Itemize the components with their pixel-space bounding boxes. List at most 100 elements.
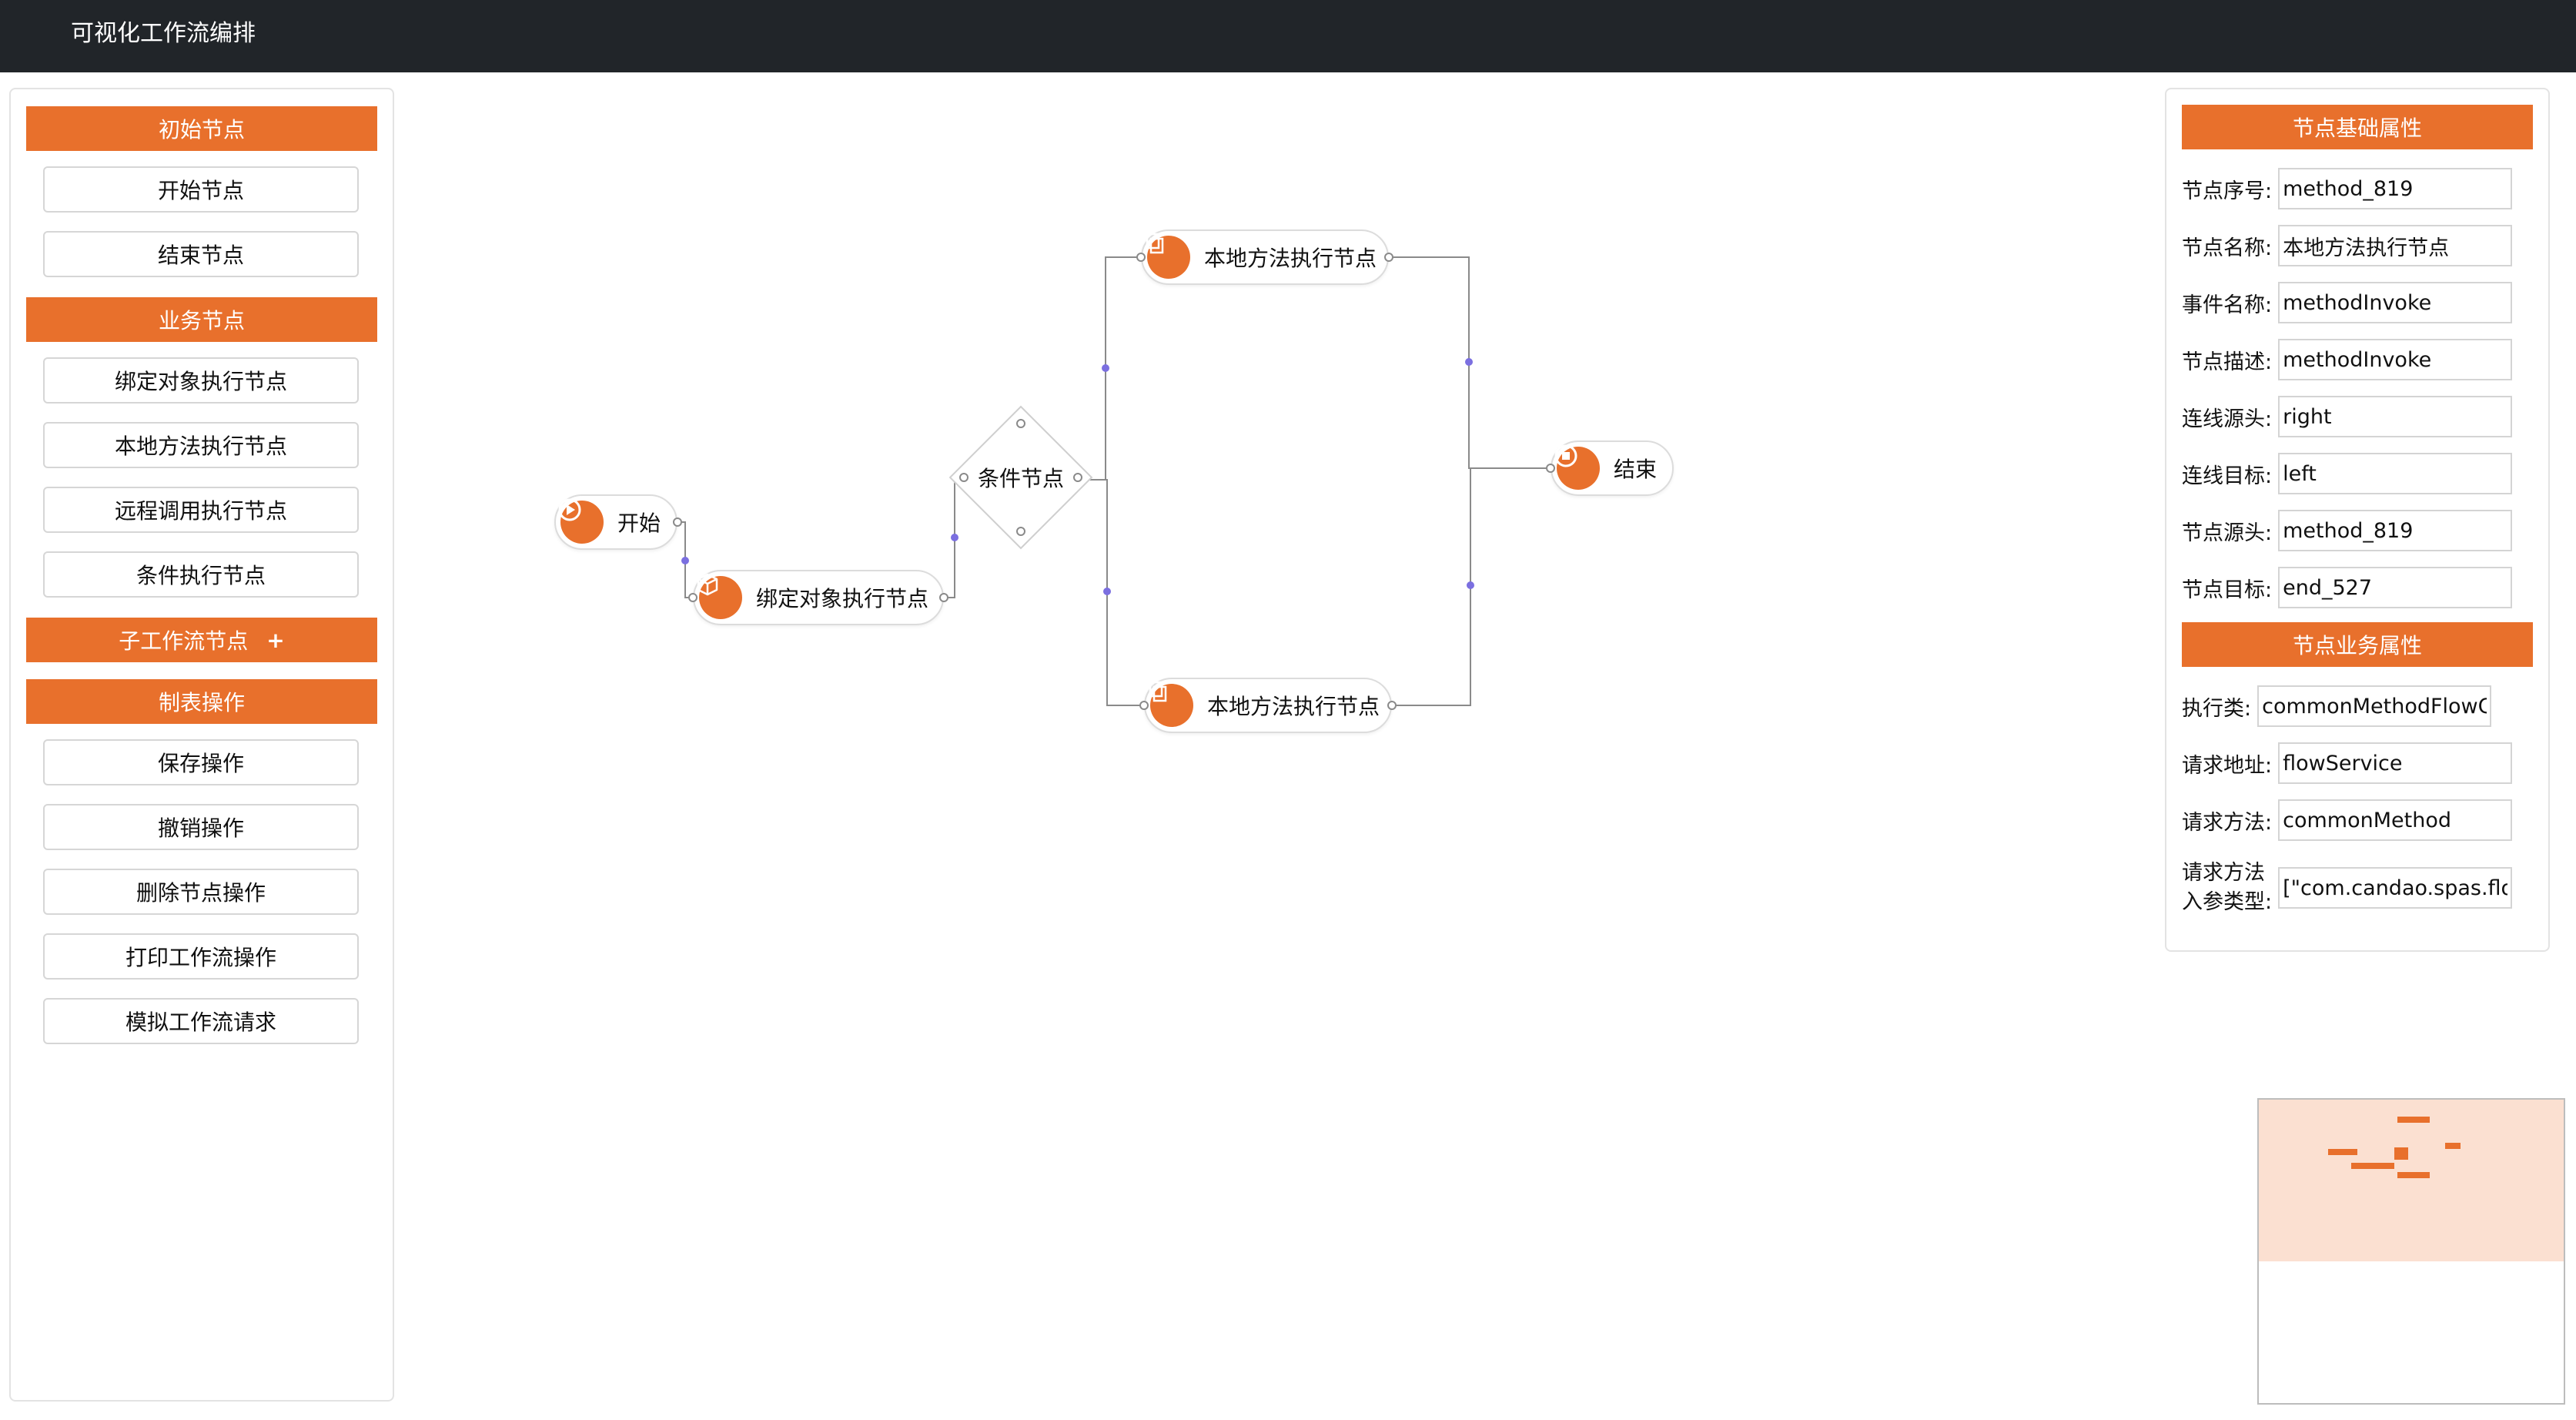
simulate-request-button[interactable]: 模拟工作流请求 [43,998,359,1044]
method-bottom-label: 本地方法执行节点 [1207,694,1380,719]
edge-source-input[interactable] [2278,396,2513,437]
prop-label: 节点序号: [2182,179,2273,203]
edge-anchor [1465,358,1473,366]
condition-port-bottom[interactable] [1016,527,1025,536]
prop-row-node-source: 节点源头: [2182,510,2513,551]
minimap-node [2374,1163,2394,1169]
minimap-node [2351,1163,2380,1169]
prop-label-line1: 请求方法 [2182,861,2265,885]
method-bottom-port-right[interactable] [1387,701,1397,710]
prop-label: 执行类: [2182,696,2252,721]
method-top-port-left[interactable] [1136,253,1146,262]
section-table-operations: 制表操作 [26,679,377,724]
prop-row-param-types: 请求方法 入参类型: [2182,856,2513,919]
start-node[interactable]: 开始 [554,494,682,550]
method-top-port-right[interactable] [1384,253,1393,262]
minimap-node [2445,1143,2461,1149]
palette-local-method-node-button[interactable]: 本地方法执行节点 [43,422,359,468]
bind-node-label: 绑定对象执行节点 [756,586,929,611]
play-icon [558,498,604,544]
end-node[interactable]: 结束 [1546,440,1674,496]
minimap[interactable] [2257,1098,2565,1405]
prop-row-node-id: 节点序号: [2182,168,2513,209]
prop-label: 节点描述: [2182,350,2273,374]
end-node-label: 结束 [1614,457,1658,482]
copy-icon [1149,681,1193,727]
end-node-port-left[interactable] [1546,464,1555,473]
prop-row-edge-target: 连线目标: [2182,453,2513,494]
condition-port-top[interactable] [1016,419,1025,428]
prop-label: 节点目标: [2182,578,2273,602]
prop-label: 请求方法 入参类型: [2182,859,2272,917]
prop-row-request-url: 请求地址: [2182,742,2513,784]
edge-anchor [951,534,958,541]
subflow-header-label: 子工作流节点 [119,628,249,654]
delete-node-button[interactable]: 删除节点操作 [43,869,359,915]
palette-bind-object-node-button[interactable]: 绑定对象执行节点 [43,357,359,404]
node-target-input[interactable] [2278,567,2513,608]
prop-label: 连线目标: [2182,464,2273,488]
request-method-input[interactable] [2278,799,2513,841]
condition-port-left[interactable] [959,473,969,482]
minimap-viewport[interactable] [2259,1100,2564,1261]
basic-properties-header: 节点基础属性 [2182,105,2533,149]
bind-node-port-left[interactable] [688,593,698,602]
prop-label-line2: 入参类型: [2182,890,2273,914]
exec-class-input[interactable] [2257,685,2492,727]
edge-bottom-to-end [1393,468,1471,706]
node-id-input[interactable] [2278,168,2513,209]
app-title: 可视化工作流编排 [71,20,256,47]
local-method-node-top[interactable]: 本地方法执行节点 [1136,229,1393,285]
palette-end-node-button[interactable]: 结束节点 [43,231,359,277]
event-name-input[interactable] [2278,282,2513,323]
palette-condition-node-button[interactable]: 条件执行节点 [43,551,359,598]
bind-node-port-right[interactable] [939,593,948,602]
prop-label: 请求方法: [2182,810,2273,835]
minimap-node [2397,1172,2430,1178]
add-subflow-plus-icon[interactable]: + [266,627,285,653]
section-initial-nodes: 初始节点 [26,106,377,151]
bind-object-node[interactable]: 绑定对象执行节点 [688,570,948,625]
prop-row-edge-source: 连线源头: [2182,396,2513,437]
prop-row-exec-class: 执行类: [2182,685,2492,727]
node-palette: 初始节点 开始节点 结束节点 业务节点 绑定对象执行节点 本地方法执行节点 远程… [9,88,394,1402]
properties-panel: 节点基础属性 节点序号: 节点名称: 事件名称: 节点描述: 连线源头: 连线目… [2165,88,2550,952]
section-subflow-nodes[interactable]: 子工作流节点 + [26,618,377,662]
print-workflow-button[interactable]: 打印工作流操作 [43,933,359,980]
prop-row-node-name: 节点名称: [2182,225,2513,266]
prop-label: 请求地址: [2182,753,2273,778]
prop-label: 节点名称: [2182,236,2273,260]
save-button[interactable]: 保存操作 [43,739,359,785]
local-method-node-bottom[interactable]: 本地方法执行节点 [1139,678,1397,733]
prop-row-request-method: 请求方法: [2182,799,2513,841]
method-bottom-port-left[interactable] [1139,701,1149,710]
prop-label: 连线源头: [2182,407,2273,431]
condition-node[interactable]: 条件节点 [948,405,1093,550]
palette-start-node-button[interactable]: 开始节点 [43,166,359,213]
top-bar: 可视化工作流编排 [0,0,2576,72]
node-name-input[interactable] [2278,225,2513,266]
stop-icon [1554,444,1600,490]
request-url-input[interactable] [2278,742,2513,784]
palette-remote-call-node-button[interactable]: 远程调用执行节点 [43,487,359,533]
edge-target-input[interactable] [2278,453,2513,494]
minimap-node [2328,1149,2357,1155]
start-node-port[interactable] [673,517,682,527]
edge-anchor [1467,581,1474,589]
prop-row-node-desc: 节点描述: [2182,339,2513,380]
workflow-canvas[interactable]: 开始 绑定对象执行节点 条件节点 本地方法执行节点 本地方法执行节点 [400,72,2156,1420]
business-properties-header: 节点业务属性 [2182,622,2533,667]
copy-icon [1146,233,1190,279]
node-source-input[interactable] [2278,510,2513,551]
section-business-nodes: 业务节点 [26,297,377,342]
method-top-label: 本地方法执行节点 [1204,246,1377,271]
prop-label: 事件名称: [2182,293,2273,317]
condition-node-label: 条件节点 [977,466,1064,491]
cube-icon [697,573,742,619]
node-desc-input[interactable] [2278,339,2513,380]
prop-row-event-name: 事件名称: [2182,282,2513,323]
param-types-input[interactable] [2278,867,2513,909]
start-node-label: 开始 [617,511,661,536]
undo-button[interactable]: 撤销操作 [43,804,359,850]
condition-port-right[interactable] [1073,473,1082,482]
